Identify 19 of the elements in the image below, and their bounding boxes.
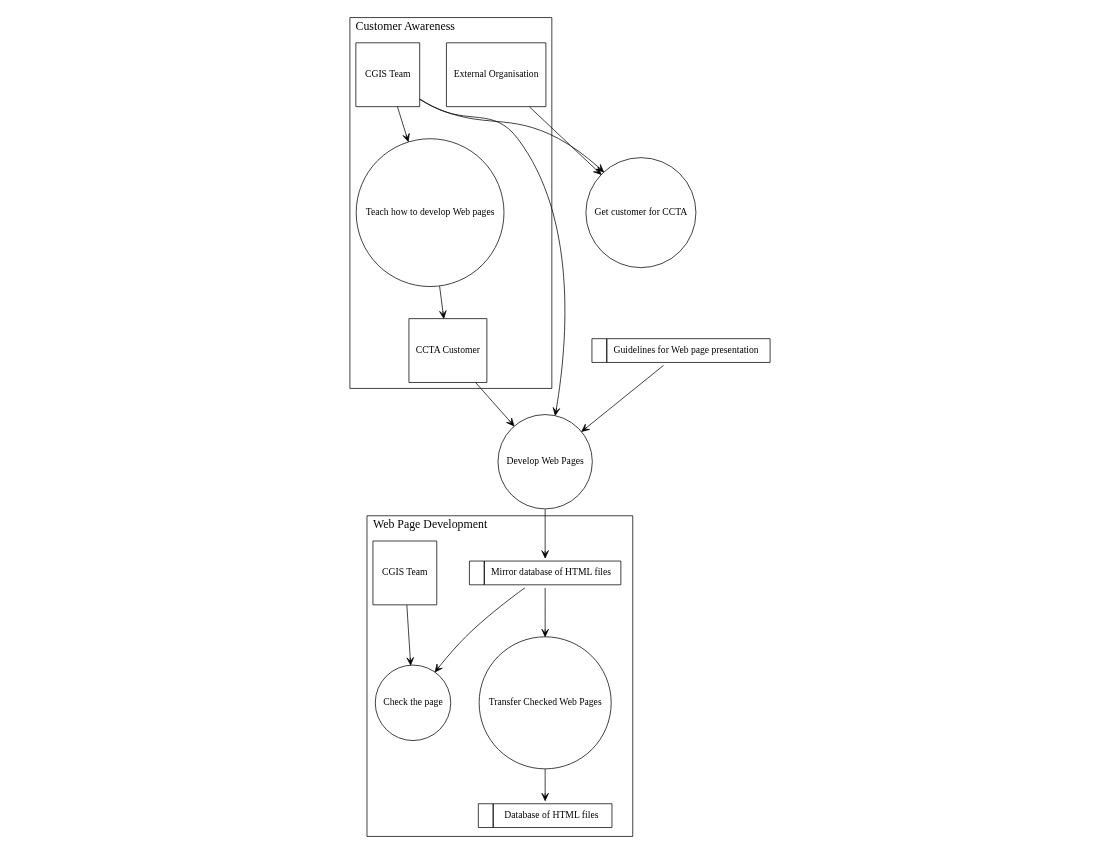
arrow [581, 365, 664, 432]
arrow [541, 587, 549, 637]
arrow [419, 98, 566, 416]
arrow [541, 508, 549, 559]
arrow [439, 285, 447, 319]
node-box: External Organisation [446, 42, 547, 108]
node-circle: Get customer for CCTA [585, 157, 697, 269]
arrow [419, 99, 604, 173]
node-box: CGIS Team [372, 540, 438, 606]
node-circle: Transfer Checked Web Pages [478, 636, 612, 770]
arrow [475, 382, 515, 427]
arrow [397, 106, 410, 142]
node-box: CCTA Customer [408, 318, 488, 383]
arrow [541, 768, 549, 801]
arrow [529, 106, 602, 175]
node-box: CGIS Team [355, 42, 421, 108]
arrow [406, 604, 414, 666]
node-circle: Teach how to develop Web pages [355, 138, 505, 287]
arrow [434, 587, 526, 673]
